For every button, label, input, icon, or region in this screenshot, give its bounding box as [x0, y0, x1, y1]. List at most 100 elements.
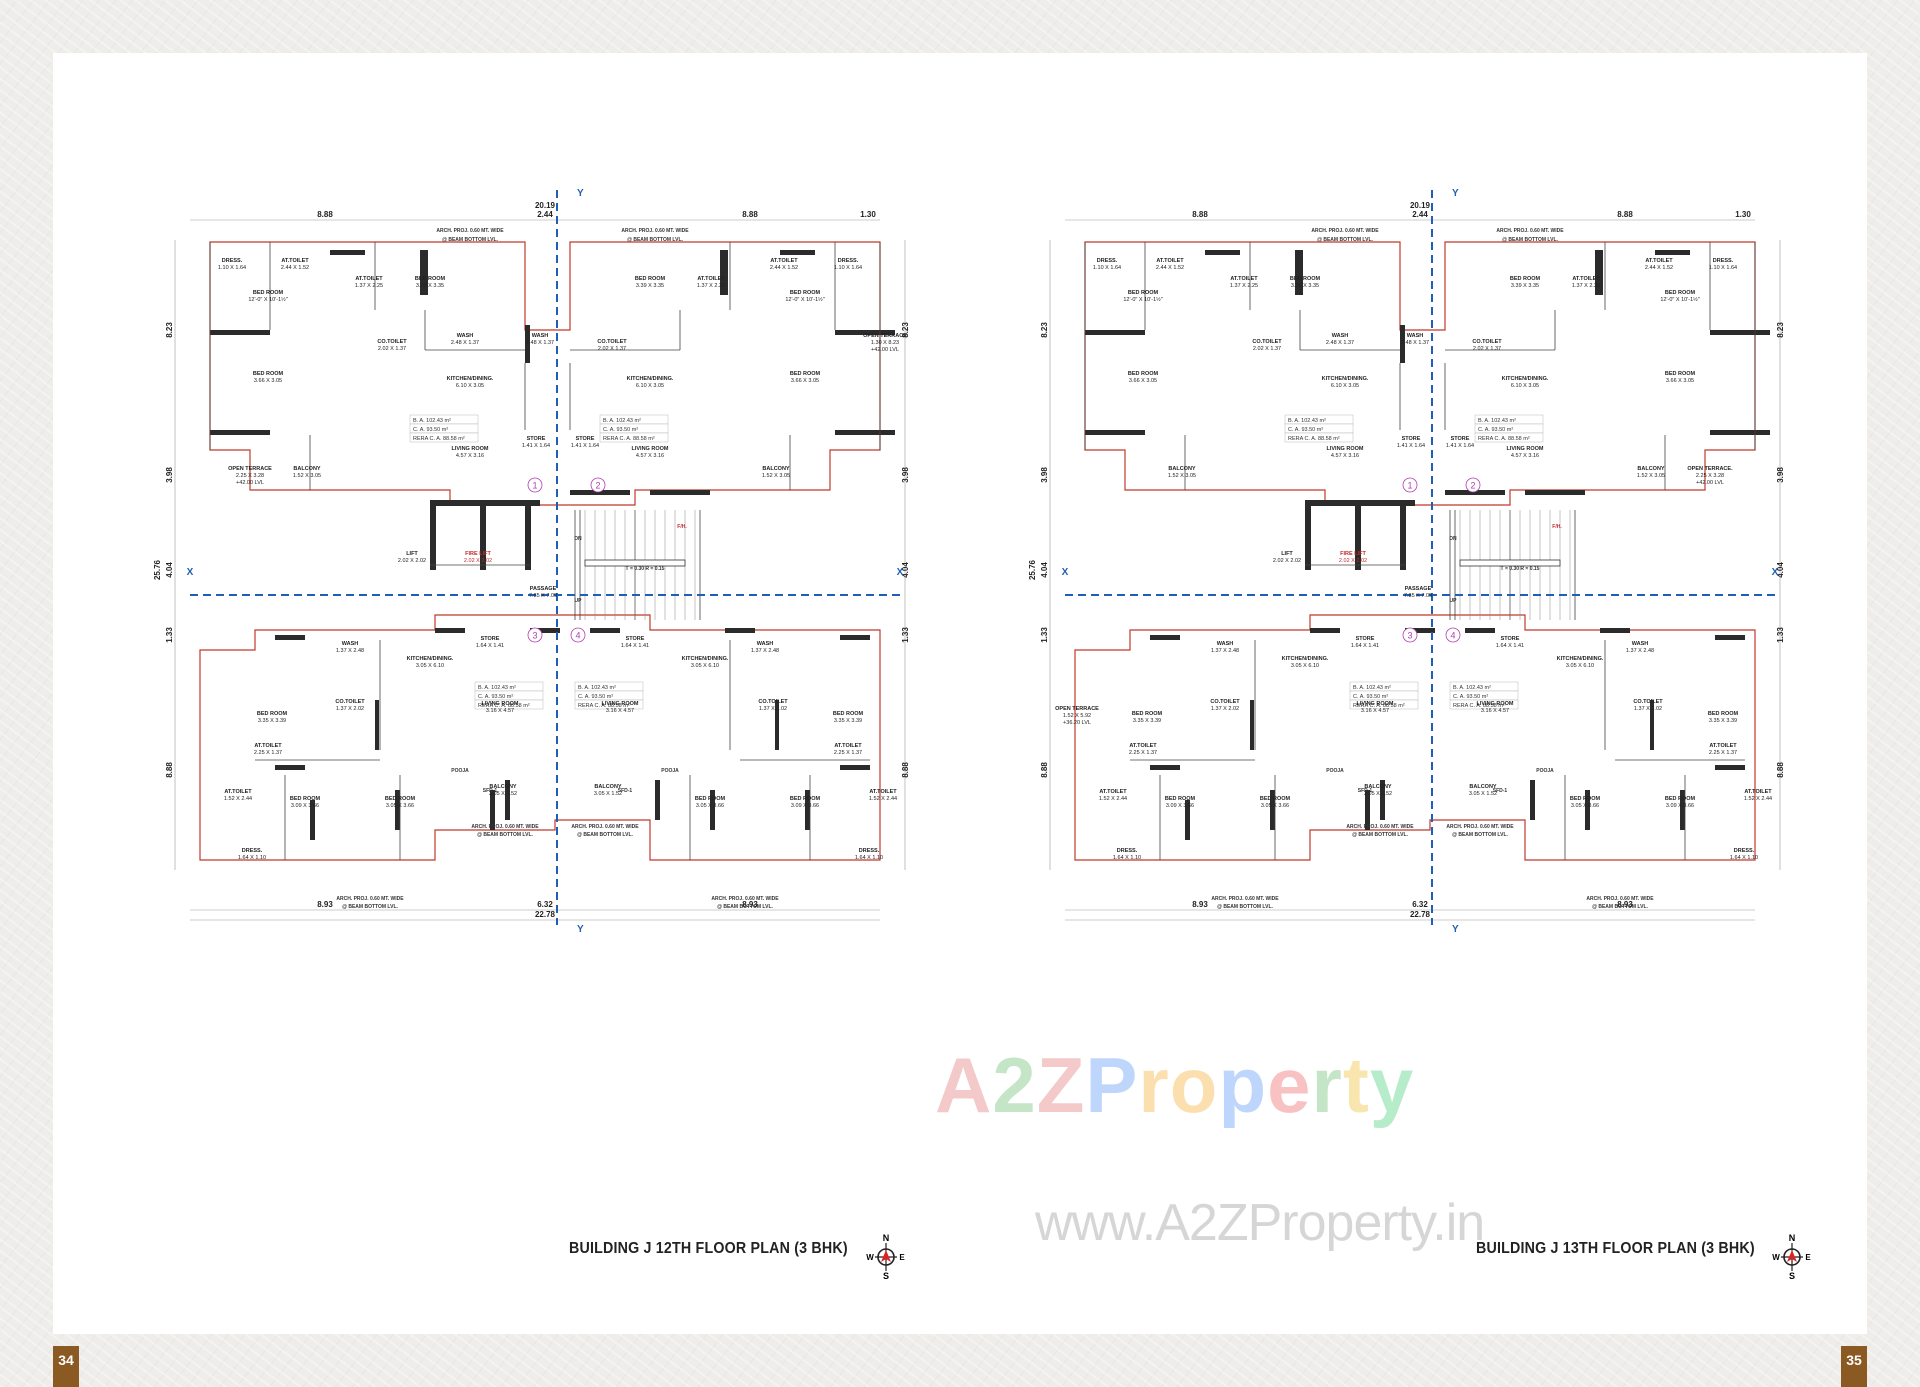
- svg-text:T = 0.30 R = 0.15: T = 0.30 R = 0.15: [626, 566, 665, 572]
- svg-text:1.41 X 1.64: 1.41 X 1.64: [1446, 443, 1474, 449]
- svg-text:4: 4: [1450, 631, 1455, 641]
- svg-text:OPEN TERRACE: OPEN TERRACE: [1055, 706, 1099, 712]
- svg-text:8.23: 8.23: [165, 322, 174, 338]
- svg-text:BED ROOM: BED ROOM: [1665, 796, 1696, 802]
- svg-text:LIVING ROOM: LIVING ROOM: [482, 701, 519, 707]
- svg-text:WASH: WASH: [1332, 333, 1349, 339]
- svg-text:BALCONY: BALCONY: [1469, 784, 1497, 790]
- svg-text:ARCH. PROJ. 0.60 MT. WIDE: ARCH. PROJ. 0.60 MT. WIDE: [1346, 824, 1414, 830]
- svg-text:3.16 X 4.57: 3.16 X 4.57: [1481, 708, 1509, 714]
- svg-text:4.04: 4.04: [1040, 562, 1049, 578]
- svg-text:BED ROOM: BED ROOM: [385, 796, 416, 802]
- svg-text:3: 3: [1407, 631, 1412, 641]
- svg-text:RERA C. A. 88.58 m²: RERA C. A. 88.58 m²: [603, 436, 655, 442]
- svg-text:CO.TOILET: CO.TOILET: [1210, 699, 1240, 705]
- svg-text:RERA C. A. 88.58 m²: RERA C. A. 88.58 m²: [1288, 436, 1340, 442]
- svg-text:AT.TOILET: AT.TOILET: [697, 276, 725, 282]
- svg-text:1.52 X 3.05: 1.52 X 3.05: [293, 473, 321, 479]
- svg-text:BED ROOM: BED ROOM: [1165, 796, 1196, 802]
- svg-text:1.37 X 2.02: 1.37 X 2.02: [759, 706, 787, 712]
- svg-text:SFD-1: SFD-1: [483, 788, 498, 794]
- svg-text:@ BEAM BOTTOM LVL.: @ BEAM BOTTOM LVL.: [1352, 832, 1408, 838]
- svg-text:8.88: 8.88: [317, 210, 333, 219]
- svg-text:LIVING ROOM: LIVING ROOM: [452, 446, 489, 452]
- svg-text:8.88: 8.88: [901, 762, 910, 778]
- svg-text:AT.TOILET: AT.TOILET: [1099, 789, 1127, 795]
- svg-text:2.44 X 1.52: 2.44 X 1.52: [1156, 265, 1184, 271]
- svg-text:4.57 X 3.16: 4.57 X 3.16: [1331, 453, 1359, 459]
- svg-text:3.05 X 3.66: 3.05 X 3.66: [1571, 803, 1599, 809]
- svg-text:STORE: STORE: [1501, 636, 1520, 642]
- svg-text:1.52 X 2.44: 1.52 X 2.44: [1099, 796, 1127, 802]
- svg-text:C. A. 93.50 m²: C. A. 93.50 m²: [1478, 427, 1513, 433]
- svg-text:2.48 X 1.37: 2.48 X 1.37: [526, 340, 554, 346]
- svg-text:E: E: [899, 1253, 905, 1262]
- svg-text:4.04: 4.04: [165, 562, 174, 578]
- svg-text:2.25 X 1.37: 2.25 X 1.37: [834, 750, 862, 756]
- svg-text:3.35 X 3.39: 3.35 X 3.39: [258, 718, 286, 724]
- svg-text:ARCH. PROJ. 0.60 MT. WIDE: ARCH. PROJ. 0.60 MT. WIDE: [1211, 896, 1279, 902]
- svg-text:LIVING ROOM: LIVING ROOM: [1357, 701, 1394, 707]
- svg-text:BED ROOM: BED ROOM: [1128, 371, 1159, 377]
- svg-text:2.44: 2.44: [1412, 210, 1428, 219]
- svg-text:BED ROOM: BED ROOM: [635, 276, 666, 282]
- svg-text:1.52 X 3.05: 1.52 X 3.05: [762, 473, 790, 479]
- svg-text:DRESS.: DRESS.: [838, 258, 859, 264]
- svg-text:WASH: WASH: [342, 641, 359, 647]
- svg-text:ARCH. PROJ. 0.60 MT. WIDE: ARCH. PROJ. 0.60 MT. WIDE: [621, 228, 689, 234]
- svg-text:8.88: 8.88: [165, 762, 174, 778]
- svg-text:3.39 X 3.35: 3.39 X 3.35: [416, 283, 444, 289]
- watermark-letter: o: [1169, 1041, 1219, 1129]
- svg-text:BED ROOM: BED ROOM: [1132, 711, 1163, 717]
- svg-text:B. A. 102.43 m²: B. A. 102.43 m²: [1288, 418, 1326, 424]
- svg-text:1.37 X 2.48: 1.37 X 2.48: [1211, 648, 1239, 654]
- svg-text:1.33: 1.33: [901, 627, 910, 643]
- svg-text:LIFT: LIFT: [1281, 551, 1293, 557]
- svg-text:OPEN TERRACE: OPEN TERRACE: [228, 466, 272, 472]
- svg-text:3.66 X 3.05: 3.66 X 3.05: [1666, 378, 1694, 384]
- svg-text:1.37 X 2.25: 1.37 X 2.25: [1230, 283, 1258, 289]
- page-number-left: 34: [53, 1346, 79, 1387]
- svg-text:8.88: 8.88: [1192, 210, 1208, 219]
- svg-text:@ BEAM BOTTOM LVL.: @ BEAM BOTTOM LVL.: [1317, 237, 1373, 243]
- svg-text:2.44 X 1.52: 2.44 X 1.52: [770, 265, 798, 271]
- svg-text:STORE: STORE: [626, 636, 645, 642]
- svg-text:CO.TOILET: CO.TOILET: [1633, 699, 1663, 705]
- svg-text:BED ROOM: BED ROOM: [1290, 276, 1321, 282]
- svg-text:8.88: 8.88: [742, 210, 758, 219]
- svg-text:2.48 X 1.37: 2.48 X 1.37: [1401, 340, 1429, 346]
- svg-text:BED ROOM: BED ROOM: [1570, 796, 1601, 802]
- svg-text:1.30: 1.30: [1735, 210, 1751, 219]
- svg-text:3.05 X 6.10: 3.05 X 6.10: [1566, 663, 1594, 669]
- svg-text:S: S: [883, 1271, 889, 1280]
- svg-text:4.04: 4.04: [1776, 562, 1785, 578]
- svg-text:B. A. 102.43 m²: B. A. 102.43 m²: [478, 685, 516, 691]
- svg-text:BED ROOM: BED ROOM: [253, 371, 284, 377]
- svg-text:+42.00 LVL: +42.00 LVL: [1696, 480, 1724, 486]
- svg-text:N: N: [883, 1233, 890, 1243]
- watermark-letter: Z: [1036, 1041, 1086, 1129]
- svg-text:1.52 X 2.44: 1.52 X 2.44: [1744, 796, 1772, 802]
- watermark-url: www.A2ZProperty.in: [1035, 1194, 1485, 1252]
- svg-text:3.05 X 1.52: 3.05 X 1.52: [489, 791, 517, 797]
- svg-text:WASH: WASH: [457, 333, 474, 339]
- svg-text:AT.TOILET: AT.TOILET: [1230, 276, 1258, 282]
- svg-text:WASH: WASH: [1407, 333, 1424, 339]
- svg-text:@ BEAM BOTTOM LVL.: @ BEAM BOTTOM LVL.: [1502, 237, 1558, 243]
- svg-text:6.32: 6.32: [537, 900, 553, 909]
- svg-text:W: W: [866, 1253, 874, 1262]
- watermark-letter: t: [1342, 1041, 1370, 1129]
- svg-text:C. A. 93.50 m²: C. A. 93.50 m²: [1453, 694, 1488, 700]
- svg-text:BED ROOM: BED ROOM: [790, 371, 821, 377]
- svg-text:B. A. 102.43 m²: B. A. 102.43 m²: [1478, 418, 1516, 424]
- svg-text:X: X: [1062, 567, 1069, 578]
- svg-text:E: E: [1805, 1253, 1811, 1262]
- svg-text:KITCHEN/DINING.: KITCHEN/DINING.: [1322, 376, 1369, 382]
- svg-text:1.64 X 1.10: 1.64 X 1.10: [238, 855, 266, 861]
- svg-text:1.33: 1.33: [1040, 627, 1049, 643]
- svg-text:BALCONY: BALCONY: [293, 466, 321, 472]
- watermark-letter: e: [1267, 1041, 1312, 1129]
- svg-text:ARCH. PROJ. 0.60 MT. WIDE: ARCH. PROJ. 0.60 MT. WIDE: [1311, 228, 1379, 234]
- svg-text:BED ROOM: BED ROOM: [415, 276, 446, 282]
